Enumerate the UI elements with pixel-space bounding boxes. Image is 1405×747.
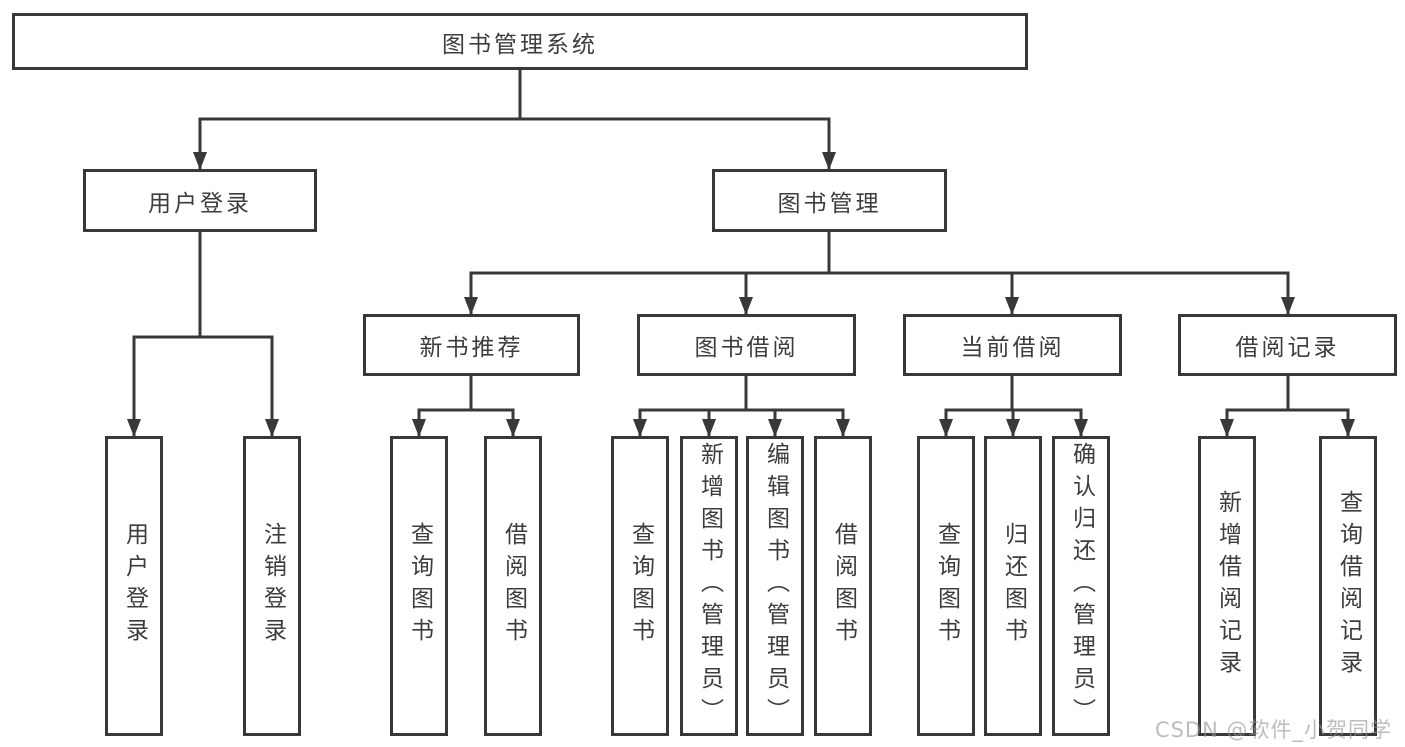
arrowhead bbox=[464, 297, 478, 315]
connector-book-borrow-children bbox=[638, 376, 845, 436]
arrowhead bbox=[1005, 297, 1019, 315]
arrowhead bbox=[1281, 297, 1295, 315]
node-leaf-query-books-1: 查询图书 bbox=[390, 436, 448, 736]
arrowhead bbox=[768, 419, 782, 437]
csdn-watermark: CSDN @软件_小贺同学 bbox=[1154, 718, 1392, 742]
arrowhead bbox=[1220, 419, 1234, 437]
connector-borrow-records-children bbox=[1225, 376, 1350, 436]
arrowhead bbox=[127, 419, 141, 437]
arrowhead bbox=[412, 419, 426, 437]
connector-path bbox=[198, 68, 831, 169]
arrowhead bbox=[265, 419, 279, 437]
arrowhead bbox=[633, 419, 647, 437]
node-leaf-edit-books-admin: 编辑图书（管理员） bbox=[746, 436, 804, 736]
connector-path bbox=[417, 376, 515, 436]
node-leaf-borrow-books-2: 借阅图书 bbox=[814, 436, 872, 736]
node-leaf-borrow-books-1: 借阅图书 bbox=[484, 436, 542, 736]
arrowhead bbox=[1006, 419, 1020, 437]
node-leaf-add-books-admin: 新增图书（管理员） bbox=[680, 436, 738, 736]
arrowhead bbox=[939, 419, 953, 437]
node-leaf-query-books-2: 查询图书 bbox=[611, 436, 669, 736]
arrowhead bbox=[1341, 419, 1355, 437]
arrowhead bbox=[193, 152, 207, 170]
arrowhead bbox=[836, 419, 850, 437]
connector-path bbox=[469, 232, 1290, 314]
node-borrow-records: 借阅记录 bbox=[1178, 314, 1397, 376]
node-leaf-add-borrow-record: 新增借阅记录 bbox=[1198, 436, 1256, 736]
node-current-borrow: 当前借阅 bbox=[903, 314, 1122, 376]
connector-root-to-level2 bbox=[198, 68, 831, 169]
arrowhead bbox=[1074, 419, 1088, 437]
arrowhead bbox=[822, 152, 836, 170]
node-leaf-confirm-return-admin: 确认归还（管理员） bbox=[1052, 436, 1110, 736]
arrowhead bbox=[506, 419, 520, 437]
node-leaf-user-login: 用户登录 bbox=[105, 436, 163, 736]
connector-book-management-children bbox=[469, 232, 1290, 314]
node-leaf-query-borrow-record: 查询借阅记录 bbox=[1319, 436, 1377, 736]
arrowhead bbox=[739, 297, 753, 315]
node-book-borrow: 图书借阅 bbox=[637, 314, 856, 376]
connector-path bbox=[132, 232, 274, 436]
node-leaf-logout: 注销登录 bbox=[243, 436, 301, 736]
arrowhead bbox=[702, 419, 716, 437]
node-book-management: 图书管理 bbox=[712, 169, 947, 232]
node-leaf-return-books: 归还图书 bbox=[984, 436, 1042, 736]
connector-new-books-children bbox=[417, 376, 515, 436]
node-user-login: 用户登录 bbox=[83, 169, 317, 232]
node-root: 图书管理系统 bbox=[12, 13, 1028, 70]
node-leaf-query-books-3: 查询图书 bbox=[917, 436, 975, 736]
node-new-books: 新书推荐 bbox=[363, 314, 580, 376]
connector-path bbox=[638, 376, 845, 436]
connector-user-login-children bbox=[132, 232, 274, 436]
connector-path bbox=[1225, 376, 1350, 436]
